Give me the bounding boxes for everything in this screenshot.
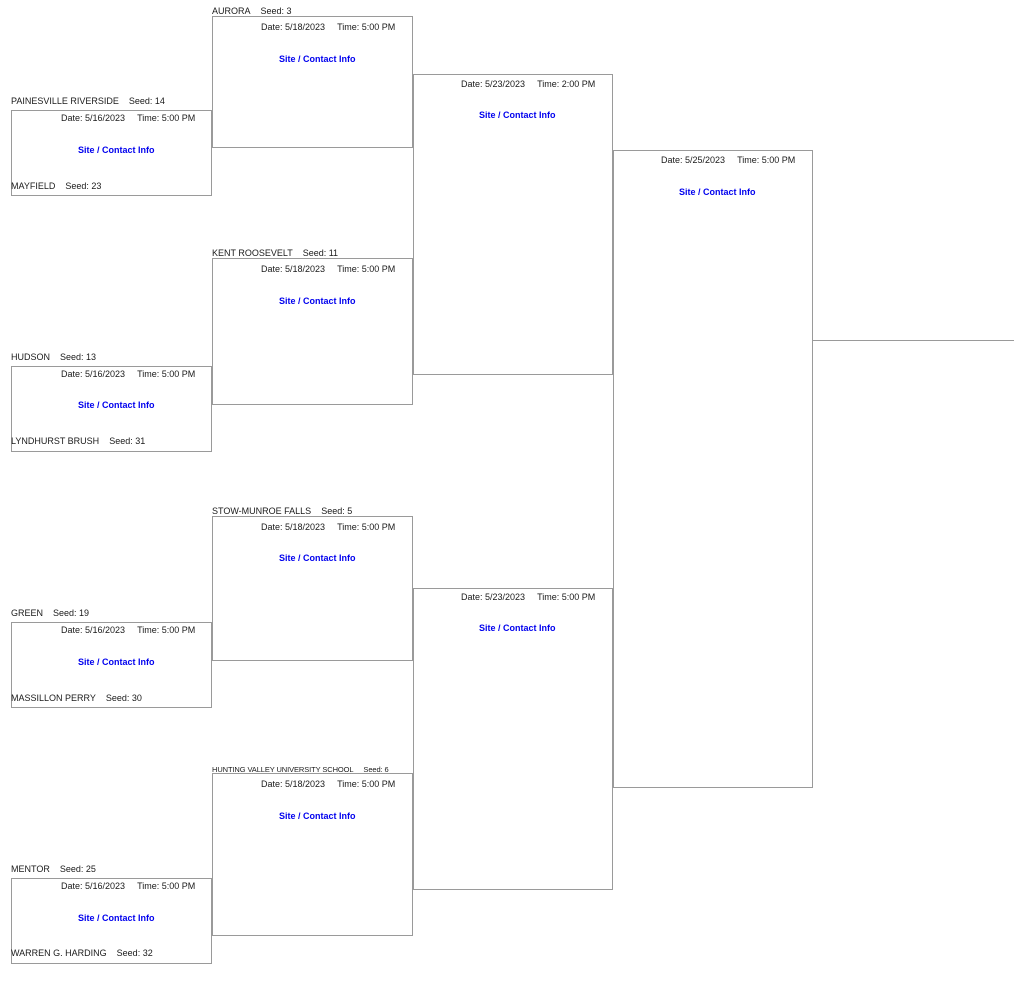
round2-match1-bracket: [212, 16, 413, 148]
round1-match2-datetime: Date: 5/16/2023 Time: 5:00 PM: [61, 369, 195, 380]
match-time: Time: 5:00 PM: [337, 22, 396, 32]
match-time: Time: 5:00 PM: [737, 155, 796, 165]
match-date: Date: 5/18/2023: [261, 264, 326, 274]
match-time: Time: 5:00 PM: [137, 113, 196, 123]
round2-match2-bracket: [212, 258, 413, 405]
round2-match1-datetime: Date: 5/18/2023 Time: 5:00 PM: [261, 22, 395, 33]
round2-match3-top-team: STOW-MUNROE FALLS Seed: 5: [212, 506, 352, 517]
match-date: Date: 5/16/2023: [61, 369, 126, 379]
match-date: Date: 5/16/2023: [61, 113, 126, 123]
semifinal-match2-datetime: Date: 5/23/2023 Time: 5:00 PM: [461, 592, 595, 603]
round2-match4-site-link[interactable]: Site / Contact Info: [279, 811, 356, 821]
semifinal-match2-bracket: [413, 588, 613, 890]
team-seed: Seed: 11: [302, 248, 339, 258]
round1-match4-bottom-team: WARREN G. HARDING Seed: 32: [11, 948, 153, 959]
semifinal-match1-site-link[interactable]: Site / Contact Info: [479, 110, 556, 120]
match-time: Time: 5:00 PM: [337, 264, 396, 274]
round2-match4-datetime: Date: 5/18/2023 Time: 5:00 PM: [261, 779, 395, 790]
round2-match4-bracket: [212, 773, 413, 936]
round1-match4-datetime: Date: 5/16/2023 Time: 5:00 PM: [61, 881, 195, 892]
team-name: AURORA: [212, 6, 251, 16]
match-date: Date: 5/16/2023: [61, 625, 126, 635]
team-name: STOW-MUNROE FALLS: [212, 506, 312, 516]
team-name: GREEN: [11, 608, 44, 618]
match-date: Date: 5/23/2023: [461, 79, 526, 89]
team-seed: Seed: 19: [53, 608, 90, 618]
team-name: WARREN G. HARDING: [11, 948, 107, 958]
team-seed: Seed: 5: [321, 506, 353, 516]
team-name: MENTOR: [11, 864, 50, 874]
round1-match3-bracket: [11, 622, 212, 708]
team-name: PAINESVILLE RIVERSIDE: [11, 96, 119, 106]
match-time: Time: 2:00 PM: [537, 79, 596, 89]
team-seed: Seed: 3: [260, 6, 292, 16]
team-name: HUDSON: [11, 352, 51, 362]
round1-match3-top-team: GREEN Seed: 19: [11, 608, 89, 619]
round1-match1-bracket: [11, 110, 212, 196]
match-time: Time: 5:00 PM: [137, 625, 196, 635]
team-seed: Seed: 31: [109, 436, 146, 446]
round1-match2-bottom-team: LYNDHURST BRUSH Seed: 31: [11, 436, 145, 447]
final-match-datetime: Date: 5/25/2023 Time: 5:00 PM: [661, 155, 795, 166]
round1-match3-datetime: Date: 5/16/2023 Time: 5:00 PM: [61, 625, 195, 636]
round2-match4-top-team: HUNTING VALLEY UNIVERSITY SCHOOL Seed: 6: [212, 764, 389, 775]
round1-match4-top-team: MENTOR Seed: 25: [11, 864, 96, 875]
semifinal-match1-bracket: [413, 74, 613, 375]
round2-match2-datetime: Date: 5/18/2023 Time: 5:00 PM: [261, 264, 395, 275]
team-seed: Seed: 32: [116, 948, 153, 958]
match-date: Date: 5/16/2023: [61, 881, 126, 891]
round1-match2-bracket: [11, 366, 212, 452]
round1-match1-datetime: Date: 5/16/2023 Time: 5:00 PM: [61, 113, 195, 124]
match-time: Time: 5:00 PM: [337, 779, 396, 789]
round1-match2-top-team: HUDSON Seed: 13: [11, 352, 96, 363]
match-time: Time: 5:00 PM: [537, 592, 596, 602]
team-name: LYNDHURST BRUSH: [11, 436, 100, 446]
round2-match1-site-link[interactable]: Site / Contact Info: [279, 54, 356, 64]
round1-match3-bottom-team: MASSILLON PERRY Seed: 30: [11, 693, 142, 704]
semifinal-match2-site-link[interactable]: Site / Contact Info: [479, 623, 556, 633]
round1-match1-site-link[interactable]: Site / Contact Info: [78, 145, 155, 155]
team-seed: Seed: 13: [60, 352, 97, 362]
match-time: Time: 5:00 PM: [137, 881, 196, 891]
match-date: Date: 5/18/2023: [261, 522, 326, 532]
match-date: Date: 5/18/2023: [261, 779, 326, 789]
semifinal-match1-datetime: Date: 5/23/2023 Time: 2:00 PM: [461, 79, 595, 90]
team-seed: Seed: 14: [128, 96, 165, 106]
round2-match1-top-team: AURORA Seed: 3: [212, 6, 292, 17]
round1-match1-top-team: PAINESVILLE RIVERSIDE Seed: 14: [11, 96, 165, 107]
round1-match4-bracket: [11, 878, 212, 964]
final-match-bracket: [613, 150, 813, 788]
round2-match3-site-link[interactable]: Site / Contact Info: [279, 553, 356, 563]
champion-line: [813, 340, 1014, 341]
team-seed: Seed: 23: [65, 181, 102, 191]
match-time: Time: 5:00 PM: [337, 522, 396, 532]
round1-match4-site-link[interactable]: Site / Contact Info: [78, 913, 155, 923]
round1-match1-bottom-team: MAYFIELD Seed: 23: [11, 181, 101, 192]
team-name: KENT ROOSEVELT: [212, 248, 293, 258]
round2-match3-bracket: [212, 516, 413, 661]
team-seed: Seed: 6: [363, 765, 389, 774]
round2-match3-datetime: Date: 5/18/2023 Time: 5:00 PM: [261, 522, 395, 533]
round2-match2-site-link[interactable]: Site / Contact Info: [279, 296, 356, 306]
team-name: HUNTING VALLEY UNIVERSITY SCHOOL: [212, 765, 354, 774]
match-time: Time: 5:00 PM: [137, 369, 196, 379]
final-match-site-link[interactable]: Site / Contact Info: [679, 187, 756, 197]
round1-match3-site-link[interactable]: Site / Contact Info: [78, 657, 155, 667]
match-date: Date: 5/23/2023: [461, 592, 526, 602]
match-date: Date: 5/18/2023: [261, 22, 326, 32]
team-seed: Seed: 25: [59, 864, 96, 874]
team-seed: Seed: 30: [105, 693, 142, 703]
team-name: MASSILLON PERRY: [11, 693, 96, 703]
match-date: Date: 5/25/2023: [661, 155, 726, 165]
round1-match2-site-link[interactable]: Site / Contact Info: [78, 400, 155, 410]
round2-match2-top-team: KENT ROOSEVELT Seed: 11: [212, 248, 338, 259]
team-name: MAYFIELD: [11, 181, 56, 191]
